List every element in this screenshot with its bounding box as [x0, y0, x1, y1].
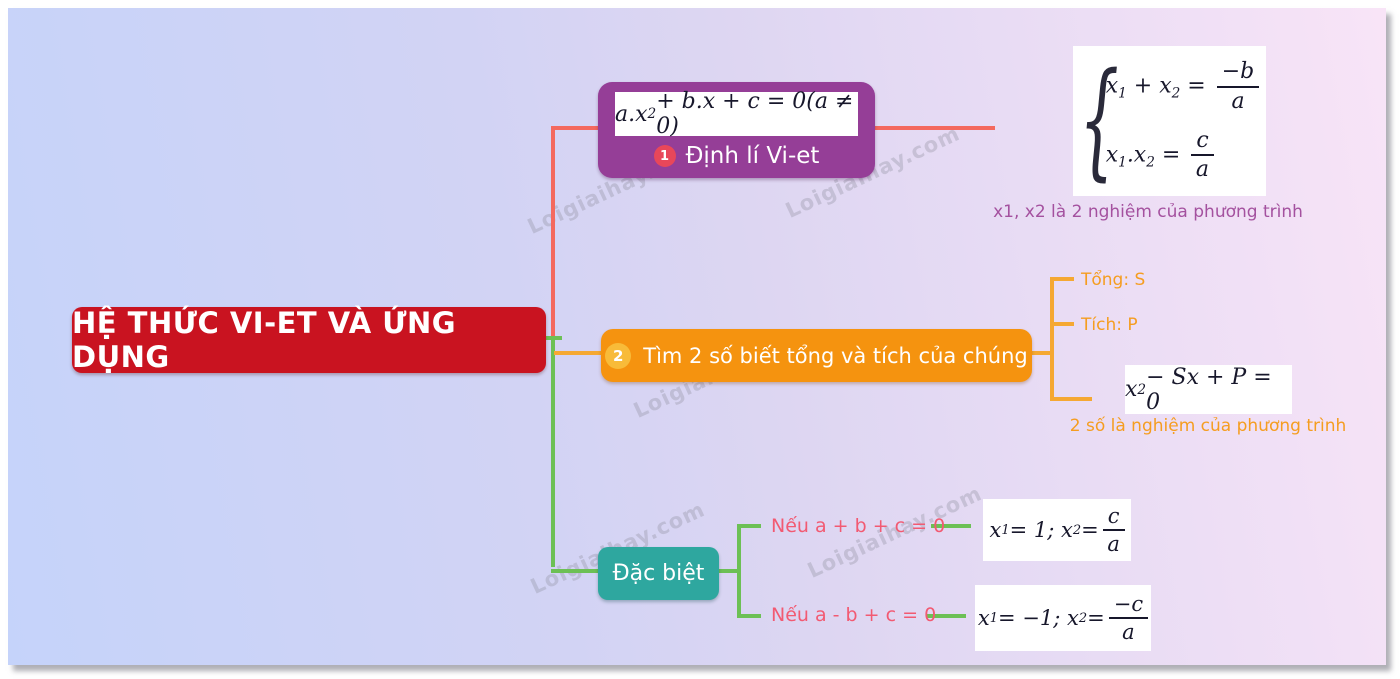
formula-text: x — [989, 518, 1002, 542]
fraction-numerator: −c — [1108, 592, 1149, 619]
formula-subscript: 1 — [1118, 86, 1127, 103]
formula-exponent: 2 — [1137, 381, 1147, 398]
connector-orange-to-bracket — [1024, 351, 1054, 355]
formula-subscript: 1 — [1118, 154, 1127, 171]
formula-text: x — [1125, 377, 1138, 402]
formula-text: − Sx + P = 0 — [1146, 364, 1272, 415]
connector-vertical-salmon — [551, 126, 555, 340]
green-bracket-stub-case2 — [737, 614, 761, 618]
fraction-denominator: a — [1107, 532, 1120, 556]
connector-vertical-green — [551, 336, 555, 567]
formula-text: x — [977, 606, 990, 630]
connector-to-orange-node — [554, 351, 601, 355]
root-node: HỆ THỨC VI-ET VÀ ỨNG DỤNG — [72, 306, 546, 374]
fraction-denominator: a — [1195, 157, 1210, 183]
formula-text: + x — [1126, 73, 1172, 99]
formula-text: = — [1154, 142, 1188, 168]
formula-text: = — [1180, 73, 1213, 99]
formula-text: = −1; x — [998, 606, 1079, 630]
branch3-node: Đặc biệt — [598, 547, 719, 600]
sum-product-note: 2 số là nghiệm của phương trình — [1069, 416, 1347, 436]
formula-subscript: 2 — [1072, 522, 1082, 538]
formula-text: x — [1105, 142, 1119, 168]
green-bracket-vertical — [737, 524, 741, 618]
case2-condition: Nếu a - b + c = 0 — [771, 604, 937, 626]
formula-text: = — [1081, 518, 1099, 542]
formula-subscript: 2 — [1171, 86, 1181, 103]
equation-exponent: 2 — [647, 106, 657, 122]
branch1-badge: 1 — [653, 145, 676, 167]
viet-system-note: x1, x2 là 2 nghiệm của phương trình — [993, 202, 1303, 222]
branch2-badge: 2 — [605, 342, 632, 369]
sum-label: Tổng: S — [1081, 270, 1146, 290]
dash-case1-to-formula — [931, 524, 971, 528]
formula-text: = 1; x — [1009, 518, 1073, 542]
orange-bracket-stub-formula — [1050, 397, 1092, 401]
branch2-node: 2 Tìm 2 số biết tổng và tích của chúng — [601, 329, 1032, 382]
equation-text: a.x — [615, 101, 648, 127]
system-brace: { — [1079, 46, 1120, 193]
formula-text: = — [1087, 606, 1105, 630]
connector-root-to-junction — [537, 336, 562, 340]
formula-text: .x — [1126, 142, 1147, 168]
fraction-denominator: a — [1122, 620, 1135, 644]
fraction-numerator: −b — [1216, 59, 1260, 88]
formula-subscript: 2 — [1146, 154, 1155, 171]
connector-to-teal-node — [551, 569, 598, 573]
mindmap-panel: Loigiaihay.com Loigiaihay.com Loigiaihay… — [8, 8, 1386, 665]
formula-subscript: 1 — [989, 610, 999, 626]
formula-text: x — [1105, 73, 1119, 99]
formula-subscript: 1 — [1001, 522, 1010, 538]
fraction-denominator: a — [1231, 88, 1245, 114]
green-bracket-stub-case1 — [737, 524, 761, 528]
branch2-label: Tìm 2 số biết tổng và tích của chúng — [643, 343, 1028, 368]
connector-purple-to-formula — [867, 126, 995, 130]
formula-subscript: 2 — [1078, 610, 1088, 626]
fraction-numerator: c — [1191, 128, 1214, 157]
orange-bracket-stub-product — [1050, 322, 1074, 326]
root-title: HỆ THỨC VI-ET VÀ ỨNG DỤNG — [72, 306, 457, 374]
orange-bracket-stub-sum — [1050, 277, 1074, 281]
branch3-label: Đặc biệt — [612, 561, 705, 586]
product-label: Tích: P — [1081, 315, 1138, 335]
connector-to-purple-node — [551, 126, 600, 130]
branch1-label: Định lí Vi-et — [685, 143, 820, 169]
dash-case2-to-formula — [926, 614, 966, 618]
fraction-numerator: c — [1102, 504, 1125, 531]
case1-condition: Nếu a + b + c = 0 — [771, 515, 946, 537]
orange-bracket-vertical — [1050, 277, 1054, 401]
equation-text: + b.x + c = 0(a ≠ 0) — [656, 89, 854, 139]
connector-teal-to-bracket — [711, 569, 741, 573]
